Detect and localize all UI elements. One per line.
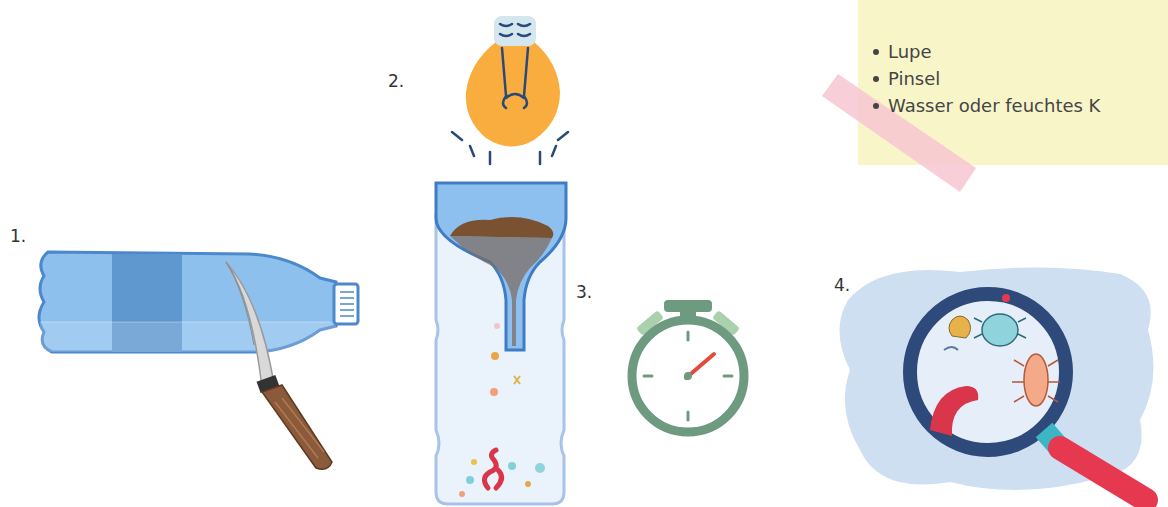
magnifier: [839, 267, 1153, 500]
step-number: 2.: [388, 71, 404, 91]
step-number: 3.: [576, 282, 592, 302]
tape-strip: [822, 74, 976, 192]
list-item: Pinsel: [888, 65, 1160, 92]
step-number: 1.: [10, 226, 26, 246]
list-item: Wasser oder feuchtes K: [888, 92, 1160, 119]
note-card: LupePinselWasser oder feuchtes K: [858, 0, 1168, 165]
list-text: Lupe: [888, 41, 932, 62]
step-number: 4.: [834, 275, 850, 295]
list-text: Wasser oder feuchtes K: [888, 95, 1100, 116]
funnel-bottle: [436, 183, 566, 504]
stopwatch: [632, 300, 744, 432]
bullet-dot: [873, 49, 879, 55]
bullet-dot: [873, 103, 879, 109]
list-text: Pinsel: [888, 68, 940, 89]
bullet-dot: [873, 76, 879, 82]
tape-strip: [858, 0, 859, 1]
light-bulb: [452, 16, 568, 164]
list-item: Lupe: [888, 38, 1160, 65]
bottle-cut: [39, 252, 358, 469]
